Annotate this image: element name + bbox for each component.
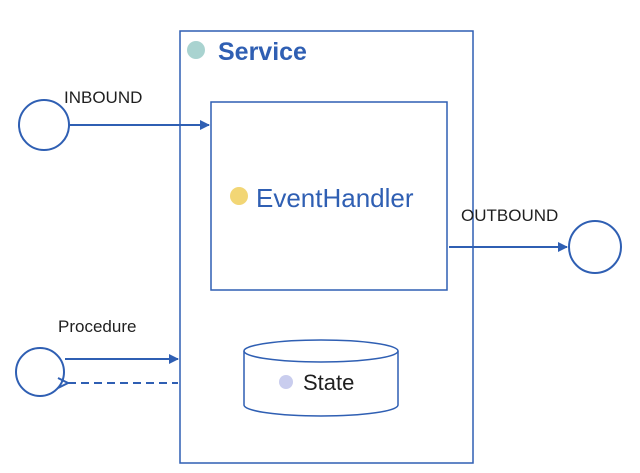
outbound-port-circle <box>568 220 622 274</box>
event-handler-dot <box>230 187 248 205</box>
event-handler-title: EventHandler <box>256 183 414 213</box>
state-title: State <box>303 370 354 395</box>
procedure-port-circle <box>15 347 65 397</box>
service-dot <box>187 41 205 59</box>
outbound-label: OUTBOUND <box>461 206 558 225</box>
event-handler-box <box>210 101 448 291</box>
inbound-label: INBOUND <box>64 88 142 107</box>
service-title: Service <box>218 38 307 66</box>
state-dot <box>279 375 293 389</box>
state-cylinder <box>243 339 399 417</box>
procedure-label: Procedure <box>58 317 136 336</box>
inbound-port-circle <box>18 99 70 151</box>
